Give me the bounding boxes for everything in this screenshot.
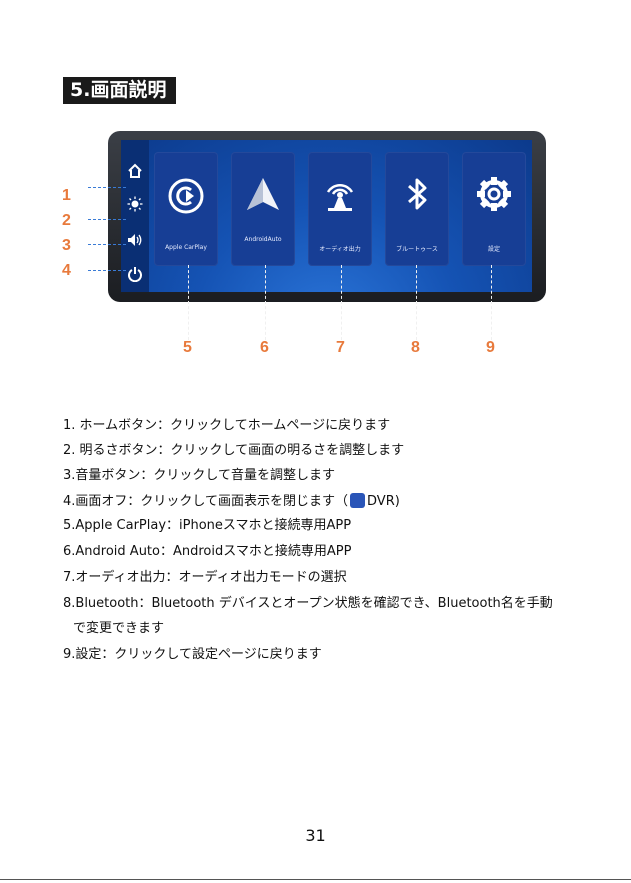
tile-android-auto[interactable]: AndroidAuto [231,152,295,266]
bluetooth-icon [408,178,427,210]
description-line: 1. ホームボタン：クリックしてホームページに戻ります [63,418,391,433]
tile-settings[interactable]: 設定 [462,152,526,266]
description-line: 9.設定：クリックして設定ページに戻ります [63,647,322,662]
callout-number: 5 [183,339,192,356]
description-line: 6.Android Auto：Androidスマホと接続専用APP [63,544,352,559]
tile-label: オーディオ出力 [319,246,361,253]
callout-number: 1 [62,187,71,204]
tile-label: Apple CarPlay [165,244,207,251]
description-line: 4.画面オフ：クリックして画面表示を閉じます（ DVR) [63,493,400,510]
description-text: DVR) [367,494,400,509]
callout-number: 4 [62,262,71,279]
tile-apple-carplay[interactable]: Apple CarPlay [154,152,218,266]
side-button-strip [121,140,149,292]
page-number: 31 [305,826,326,845]
description-line: 3.音量ボタン：クリックして音量を調整します [63,468,336,483]
power-icon [128,267,142,282]
callout-number: 9 [486,339,495,356]
tile-bluetooth[interactable]: ブルートゥース [385,152,449,266]
callout-number: 3 [62,237,71,254]
callout-line [416,265,417,340]
description-line: で変更できます [73,621,165,636]
tile-label: ブルートゥース [396,246,438,253]
device-screen: Apple CarPlay AndroidAuto オーディオ出力 ブルート [121,140,532,292]
dvr-icon [350,493,366,508]
audio-output-icon [326,183,354,211]
callout-line [265,265,266,340]
description-text: 4.画面オフ：クリックして画面表示を閉じます（ [63,494,349,509]
callout-line [88,270,126,271]
callout-line [88,219,126,220]
gear-icon [477,177,511,211]
callout-line [88,244,126,245]
description-line: 7.オーディオ出力：オーディオ出力モードの選択 [63,570,347,585]
description-line: 8.Bluetooth：Bluetooth デバイスとオープン状態を確認でき、B… [63,596,553,611]
tile-label: 設定 [487,246,500,253]
brightness-icon [127,196,143,212]
callout-number: 2 [62,212,71,229]
callout-line [341,265,342,340]
home-icon [128,163,142,178]
callout-line [188,265,189,340]
description-line: 5.Apple CarPlay：iPhoneスマホと接続専用APP [63,518,352,533]
carplay-icon [168,178,204,214]
callout-number: 7 [336,339,345,356]
volume-icon [128,234,142,246]
callout-number: 6 [260,339,269,356]
footer-divider [0,879,631,880]
tile-label: AndroidAuto [244,236,282,243]
description-line: 2. 明るさボタン：クリックして画面の明るさを調整します [63,443,405,458]
callout-line [88,187,126,188]
callout-number: 8 [411,339,420,356]
tile-audio-output[interactable]: オーディオ出力 [308,152,372,266]
car-display-device: Apple CarPlay AndroidAuto オーディオ出力 ブルート [108,131,546,302]
android-auto-icon [247,178,279,210]
callout-line [491,265,492,340]
section-heading: 5.画面説明 [63,77,177,104]
